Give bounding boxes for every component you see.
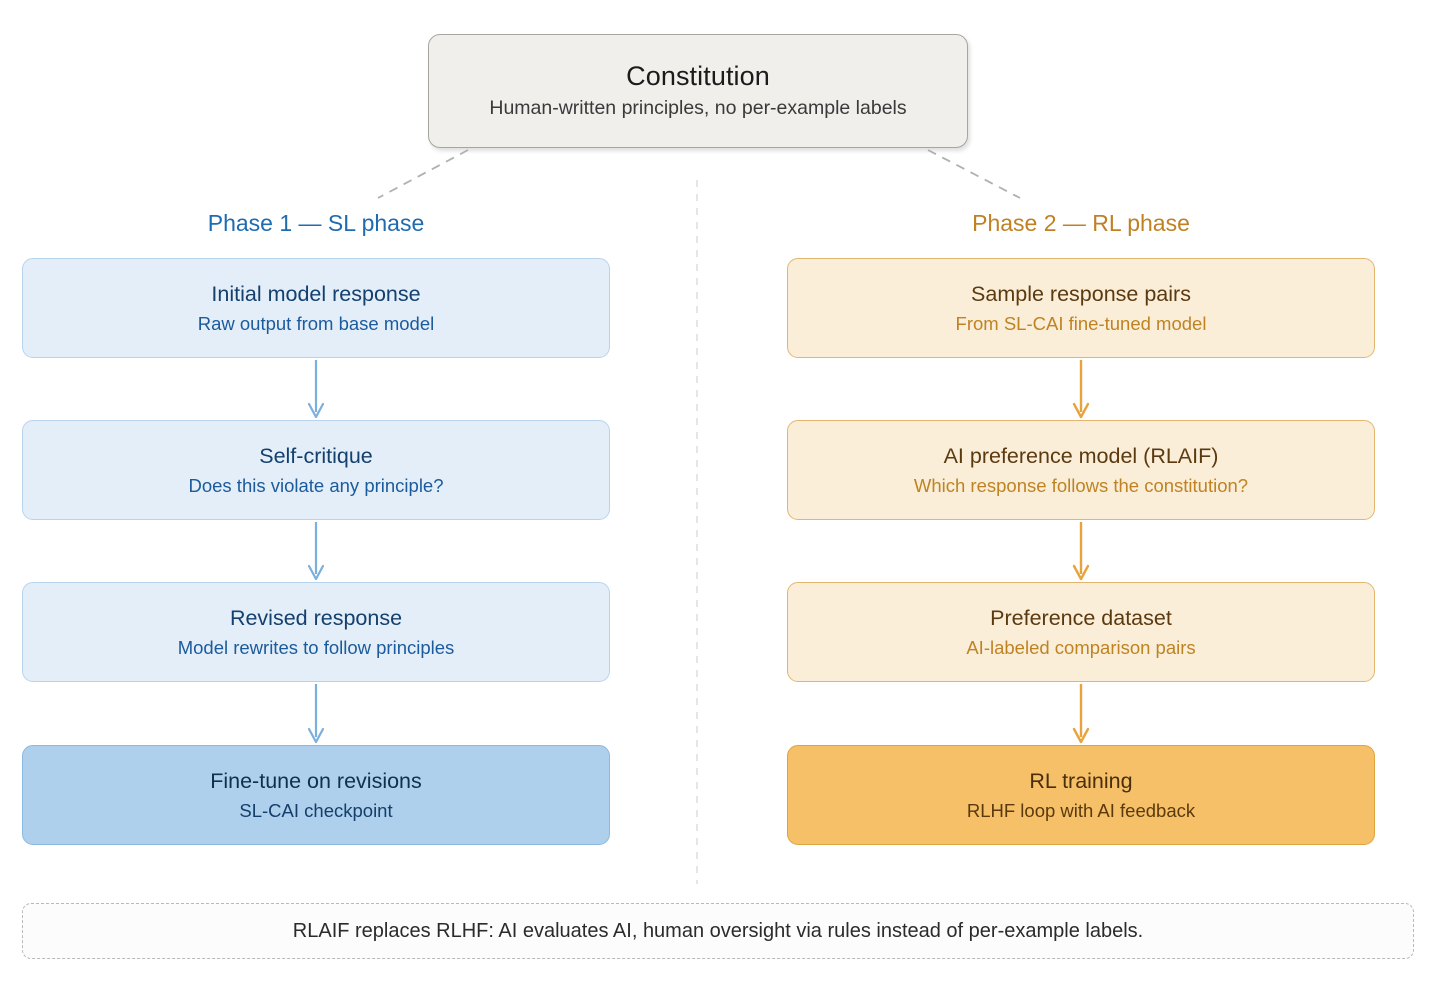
step-title: Fine-tune on revisions — [210, 769, 422, 793]
step-subtitle: From SL-CAI fine-tuned model — [955, 312, 1207, 334]
constitution-node: Constitution Human-written principles, n… — [428, 34, 968, 148]
arrow-blue-3 — [307, 684, 325, 744]
step-subtitle: RLHF loop with AI feedback — [966, 799, 1196, 821]
step-subtitle: SL-CAI checkpoint — [239, 799, 393, 821]
footer-note-text: RLAIF replaces RLHF: AI evaluates AI, hu… — [292, 920, 1144, 942]
arrow-blue-2 — [307, 522, 325, 581]
step-self-critique[interactable]: Self-critique Does this violate any prin… — [22, 420, 610, 520]
step-title: Initial model response — [211, 282, 421, 306]
step-title: AI preference model (RLAIF) — [943, 444, 1219, 468]
step-preference-dataset[interactable]: Preference dataset AI-labeled comparison… — [787, 582, 1375, 682]
constitution-subtitle: Human-written principles, no per-example… — [489, 97, 907, 120]
step-rl-training[interactable]: RL training RLHF loop with AI feedback — [787, 745, 1375, 845]
step-title: RL training — [1029, 769, 1133, 793]
constitution-title: Constitution — [626, 61, 770, 92]
step-subtitle: Model rewrites to follow principles — [177, 636, 455, 658]
phase-2-heading: Phase 2 — RL phase — [972, 210, 1190, 236]
arrow-orange-3 — [1072, 684, 1090, 744]
step-subtitle: Does this violate any principle? — [188, 474, 444, 496]
step-title: Revised response — [229, 606, 403, 630]
step-subtitle: AI-labeled comparison pairs — [966, 636, 1196, 658]
step-initial-model-response[interactable]: Initial model response Raw output from b… — [22, 258, 610, 358]
step-sample-response-pairs[interactable]: Sample response pairs From SL-CAI fine-t… — [787, 258, 1375, 358]
dashed-connector-right — [927, 149, 1021, 199]
footer-note: RLAIF replaces RLHF: AI evaluates AI, hu… — [22, 903, 1414, 959]
arrow-orange-2 — [1072, 522, 1090, 581]
step-title: Sample response pairs — [971, 282, 1191, 306]
step-subtitle: Raw output from base model — [197, 312, 435, 334]
step-ai-preference-model[interactable]: AI preference model (RLAIF) Which respon… — [787, 420, 1375, 520]
arrow-blue-1 — [307, 360, 325, 419]
arrow-orange-1 — [1072, 360, 1090, 419]
phase-1-heading: Phase 1 — SL phase — [207, 210, 425, 236]
dashed-connector-left — [377, 149, 469, 199]
step-revised-response[interactable]: Revised response Model rewrites to follo… — [22, 582, 610, 682]
step-title: Preference dataset — [990, 606, 1172, 630]
step-title: Self-critique — [259, 444, 373, 468]
step-fine-tune-on-revisions[interactable]: Fine-tune on revisions SL-CAI checkpoint — [22, 745, 610, 845]
step-subtitle: Which response follows the constitution? — [913, 474, 1249, 496]
